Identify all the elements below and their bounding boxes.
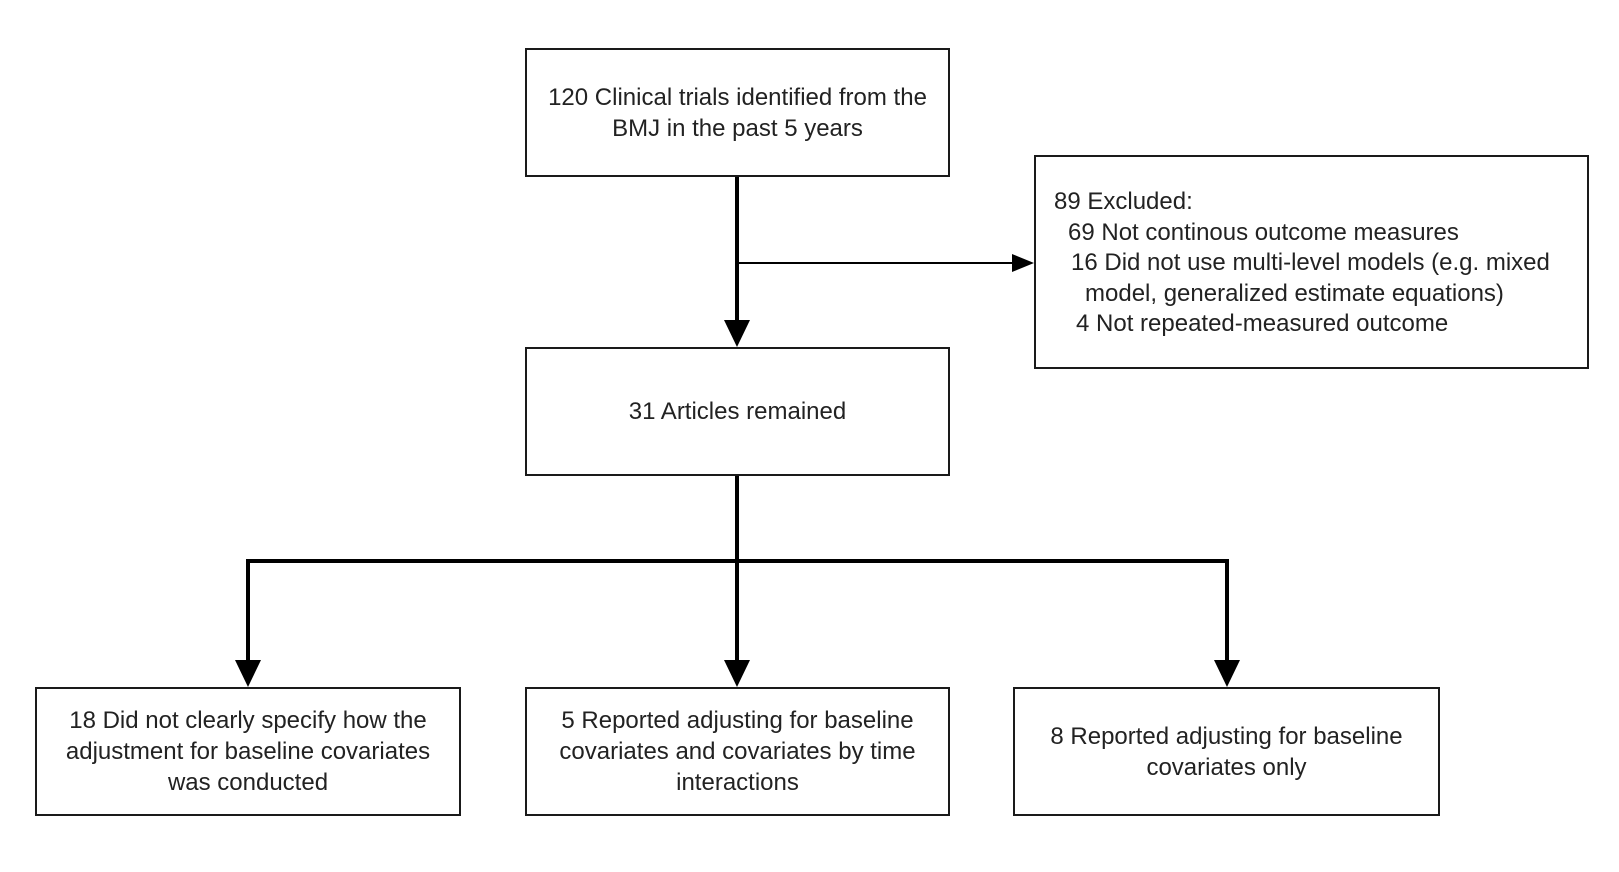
arrowhead-excluded: [1012, 254, 1034, 272]
arrowhead-unclear: [235, 660, 261, 687]
time-interaction-line: 5 Reported adjusting for baseline: [561, 707, 914, 734]
excluded-reason: 16 Did not use multi-level models (e.g. …: [1071, 249, 1550, 276]
baseline-only-box: 8 Reported adjusting for baseline covari…: [1013, 687, 1440, 816]
time-interaction-line: covariates and covariates by time: [559, 738, 916, 765]
excluded-total: 89 Excluded:: [1054, 188, 1193, 215]
identified-box: 120 Clinical trials identified from the …: [525, 48, 950, 177]
excluded-reason: 4 Not repeated-measured outcome: [1076, 310, 1449, 337]
unclear-adjustment-text: 18 Did not clearly specify how the adjus…: [66, 705, 430, 798]
unclear-adjustment-line: 18 Did not clearly specify how the: [69, 707, 427, 734]
identified-line: BMJ in the past 5 years: [612, 114, 863, 142]
arrowhead-time-interaction: [724, 660, 750, 687]
identified-line: 120 Clinical trials identified from the: [548, 83, 927, 111]
arrowhead-baseline-only: [1214, 660, 1240, 687]
arrowhead-remained: [724, 320, 750, 347]
time-interaction-text: 5 Reported adjusting for baseline covari…: [559, 705, 915, 798]
remained-line: 31 Articles remained: [628, 398, 847, 425]
time-interaction-line: interactions: [676, 769, 799, 796]
time-interaction-box: 5 Reported adjusting for baseline covari…: [525, 687, 950, 816]
identified-text: 120 Clinical trials identified from the …: [548, 82, 927, 144]
excluded-reason: 69 Not continous outcome measures: [1068, 218, 1459, 246]
excluded-box: 89 Excluded: 69 Not continous outcome me…: [1034, 155, 1589, 369]
baseline-only-line: covariates only: [1146, 753, 1307, 781]
unclear-adjustment-line: adjustment for baseline covariates: [65, 738, 431, 765]
baseline-only-line: 8 Reported adjusting for baseline: [1050, 722, 1403, 750]
excluded-reason-continued: model, generalized estimate equations): [1085, 279, 1504, 307]
unclear-adjustment-box: 18 Did not clearly specify how the adjus…: [35, 687, 461, 816]
remained-box: 31 Articles remained: [525, 347, 950, 476]
unclear-adjustment-line: was conducted: [167, 769, 329, 796]
remained-text: 31 Articles remained: [629, 396, 846, 427]
baseline-only-text: 8 Reported adjusting for baseline covari…: [1050, 721, 1402, 783]
